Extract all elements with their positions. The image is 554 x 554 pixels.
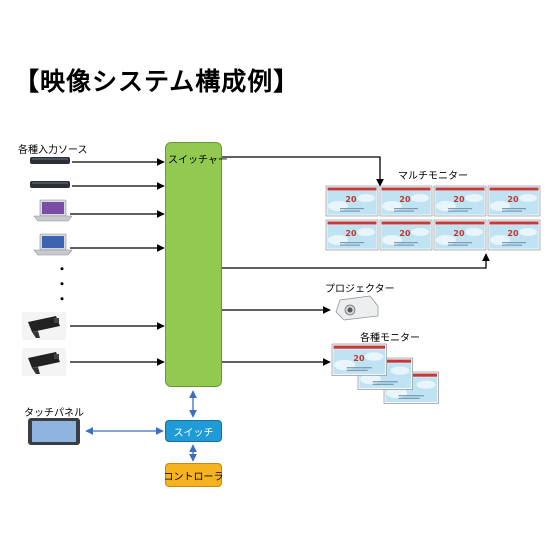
tablet-icon xyxy=(28,418,80,445)
page-title: 【映像システム構成例】 xyxy=(14,67,300,96)
ellipsis-more-sources: ・・・ xyxy=(56,262,69,306)
switcher-block xyxy=(165,142,222,387)
set-top-box-icon xyxy=(30,157,70,164)
label-switcher: スイッチャー xyxy=(168,155,228,166)
label-touch-panel: タッチパネル xyxy=(24,408,84,419)
label-input-sources: 各種入力ソース xyxy=(18,145,88,156)
arrow-out-multi-bottom xyxy=(222,253,490,269)
set-top-box-icon xyxy=(30,181,70,188)
display-screen-icon: 20 xyxy=(453,195,465,204)
display-screen-icon: 20 xyxy=(399,229,411,238)
display-screen-icon: 20 xyxy=(345,195,357,204)
stacked-monitors xyxy=(331,343,440,405)
display-screen-icon: 20 xyxy=(399,195,411,204)
projector-icon xyxy=(335,295,379,321)
laptop-icon xyxy=(33,233,73,256)
laptop-icon xyxy=(33,199,73,222)
display-screen-icon: 20 xyxy=(507,195,519,204)
display-screen-icon: 20 xyxy=(507,229,519,238)
controller-box: コントローラ xyxy=(164,463,224,487)
arrow-out-multi-top xyxy=(222,156,384,187)
display-screen-icon: 20 xyxy=(453,229,465,238)
display-screen-icon: 20 xyxy=(353,354,365,363)
security-camera-icon xyxy=(22,348,66,376)
display-screen-icon: 20 xyxy=(345,229,357,238)
label-multi-monitor: マルチモニター xyxy=(398,171,468,182)
security-camera-icon xyxy=(22,312,66,340)
switch-box: スイッチ xyxy=(165,420,222,442)
label-various-monitors: 各種モニター xyxy=(360,333,420,344)
label-projector: プロジェクター xyxy=(325,284,395,295)
